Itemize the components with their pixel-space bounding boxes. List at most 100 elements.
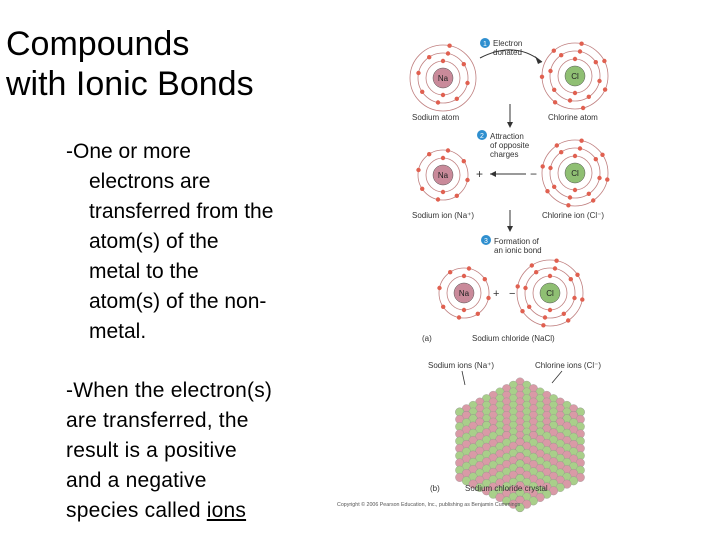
nucleus <box>564 162 586 184</box>
electron <box>454 96 459 102</box>
electron <box>542 315 548 320</box>
electron <box>586 94 591 100</box>
chlorine-atom-diagram: Cl <box>539 41 609 111</box>
electron <box>545 189 550 194</box>
electron <box>567 195 573 200</box>
electron <box>527 304 532 309</box>
electron <box>461 159 466 164</box>
electron <box>593 60 598 65</box>
electron <box>572 56 578 62</box>
electron <box>440 155 446 161</box>
electron <box>448 270 453 275</box>
electron <box>475 311 480 316</box>
electron <box>465 177 470 183</box>
step-3-label-2: an ionic bond <box>494 246 542 255</box>
electron <box>566 318 571 323</box>
ions-link[interactable]: ions <box>206 499 247 522</box>
electron <box>461 273 467 279</box>
electron-shell <box>409 44 477 112</box>
electron <box>445 148 451 153</box>
step-2-badge <box>477 130 487 140</box>
electron <box>547 273 553 279</box>
minus-sign: − <box>530 167 537 181</box>
electron <box>437 285 442 291</box>
leader-line <box>551 370 563 384</box>
electron <box>602 58 607 64</box>
electron <box>551 48 556 53</box>
electron-shell <box>516 259 584 327</box>
sodium-bonded-diagram: Na <box>437 266 491 320</box>
electron <box>461 307 467 313</box>
electron <box>520 309 525 314</box>
electron <box>515 284 520 289</box>
ionic-bond-figure: Na Cl Na Cl Na Cl 1 Electron donated Sod… <box>337 38 610 513</box>
electron <box>440 58 446 64</box>
electron <box>572 295 577 301</box>
electron-shell <box>417 52 469 104</box>
element-symbol: Na <box>459 289 470 298</box>
electron <box>441 304 446 309</box>
text-line-last: species called ions <box>66 496 316 526</box>
element-symbol: Cl <box>546 289 554 298</box>
sodium-chloride-label: Sodium chloride (NaCl) <box>472 334 555 343</box>
sodium-ion-diagram: Na <box>416 148 470 202</box>
step-2-label-2: of opposite <box>490 141 530 150</box>
text-prefix: species called <box>66 499 207 522</box>
slide-title: Compounds with Ionic Bonds <box>6 24 336 104</box>
electron <box>529 263 534 268</box>
step-3-label-1: Formation of <box>494 237 540 246</box>
electron <box>547 307 553 313</box>
text-line: atom(s) of the <box>89 230 219 253</box>
sodium-atom-label: Sodium atom <box>412 113 459 122</box>
electron <box>600 152 605 157</box>
electron <box>554 258 559 263</box>
electron <box>482 277 487 282</box>
arrowhead <box>507 122 513 128</box>
electron <box>567 98 573 103</box>
electron <box>577 146 583 151</box>
nucleus <box>453 282 475 304</box>
electron <box>552 184 557 189</box>
step-3-badge <box>481 235 491 245</box>
part-a-label: (a) <box>422 334 432 343</box>
electron <box>440 92 446 98</box>
electron <box>548 165 553 171</box>
electron <box>593 157 598 162</box>
text-line: metal to the <box>89 260 199 283</box>
electron <box>420 186 425 191</box>
plus-sign: + <box>493 288 499 300</box>
electron <box>597 175 602 181</box>
chlorine-atom-label: Chlorine atom <box>548 113 598 122</box>
electron-shell <box>549 147 601 199</box>
arrowhead <box>490 171 496 177</box>
electron <box>548 68 553 74</box>
electron <box>580 105 586 111</box>
electron <box>456 315 462 320</box>
electron-shell <box>549 50 601 102</box>
electron-shell <box>417 149 469 201</box>
nucleus <box>432 164 454 186</box>
electron <box>554 143 559 148</box>
step-1-label-1: Electron <box>493 39 522 48</box>
electron <box>534 270 539 275</box>
electron <box>577 49 583 54</box>
step-1-number: 1 <box>483 41 487 48</box>
electron <box>540 164 545 169</box>
step-1-label-2: donated <box>493 48 522 57</box>
electron <box>575 272 580 277</box>
element-symbol: Na <box>438 171 449 180</box>
electron <box>427 152 432 157</box>
electron <box>466 266 472 271</box>
electron <box>461 61 466 67</box>
electron <box>568 277 573 282</box>
electron <box>440 189 446 195</box>
nucleus <box>539 282 561 304</box>
sodium-ions-label: Sodium ions (Na⁺) <box>428 361 494 370</box>
electron <box>605 177 610 182</box>
text-line: are transferred, the <box>66 409 249 432</box>
sodium-ion-label: Sodium ion (Na⁺) <box>412 211 474 220</box>
electron <box>552 266 558 271</box>
electron-shell <box>438 267 490 319</box>
part-b-label: (b) <box>430 484 440 493</box>
electron <box>465 80 470 86</box>
